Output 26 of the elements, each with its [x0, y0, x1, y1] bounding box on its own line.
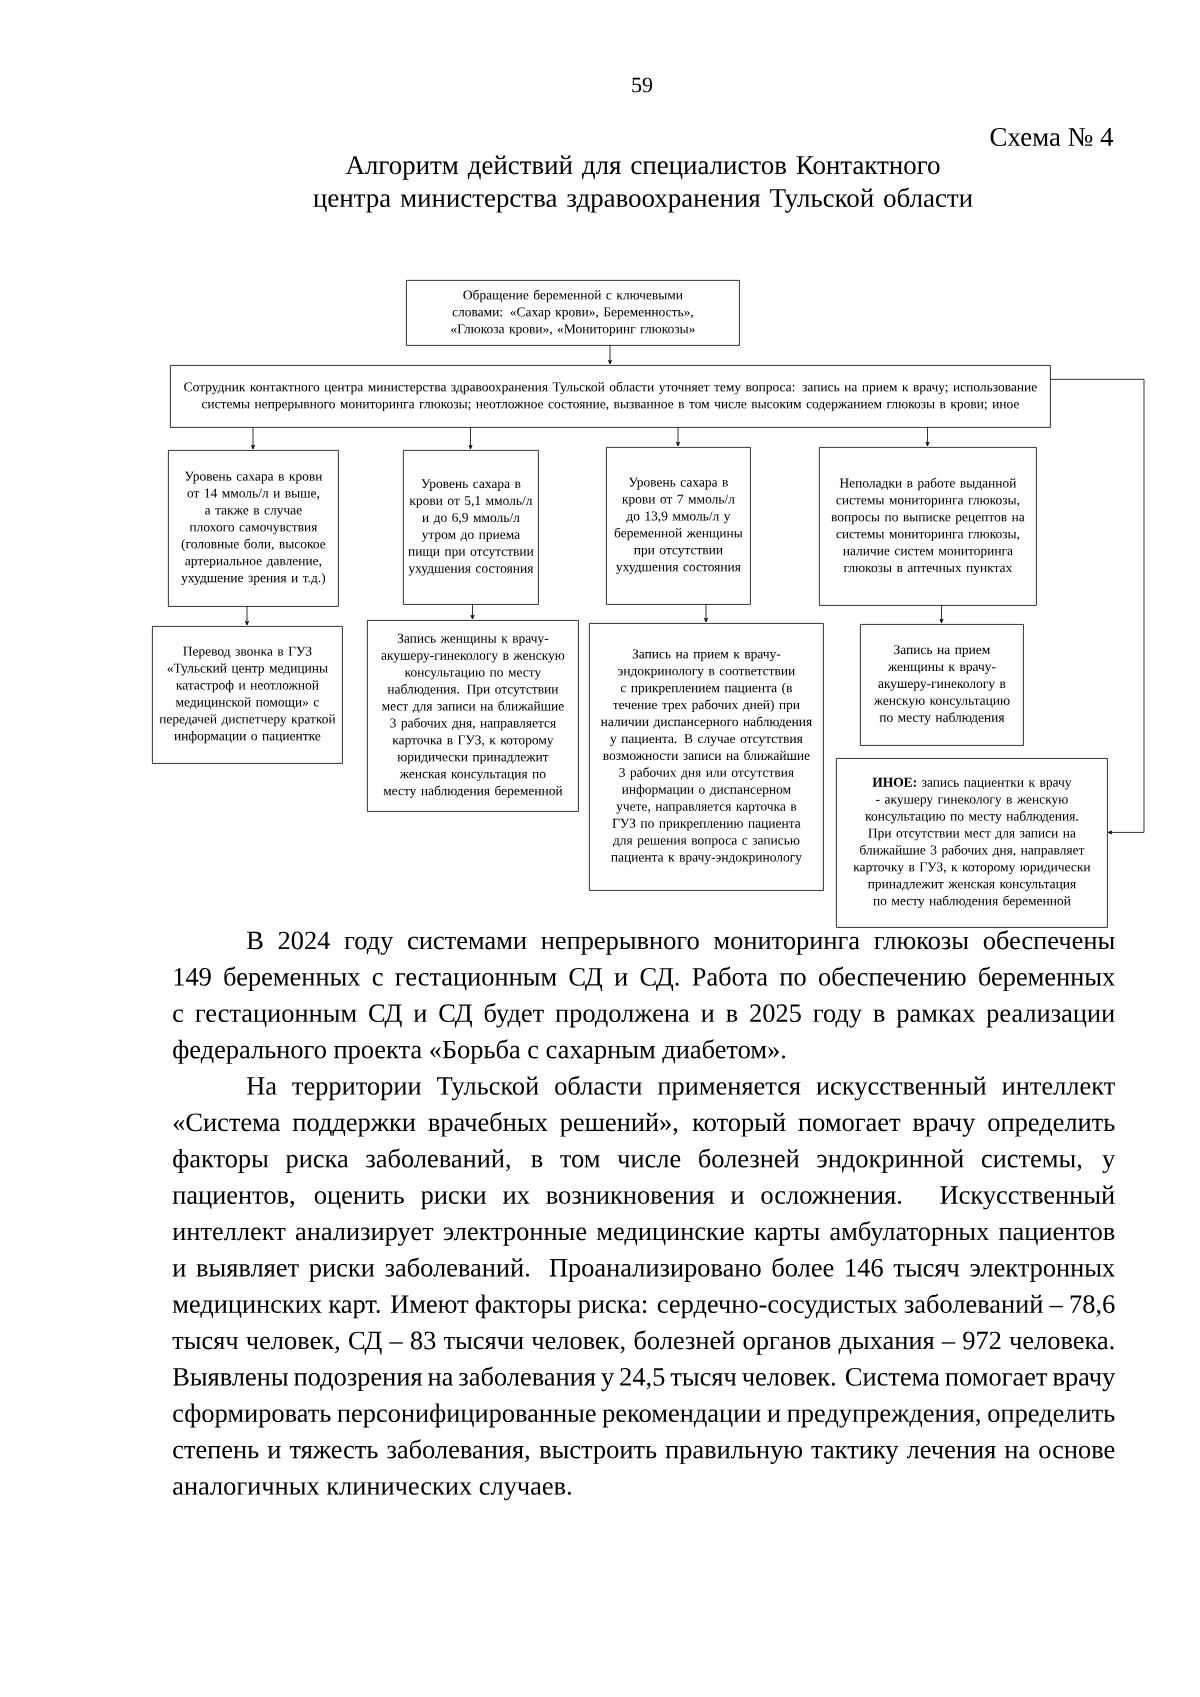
arrow: [608, 344, 612, 365]
process-box: Неполадки в работе выданной системы мониторинга глюкозы, вопросы по выписке рецептов на системы мониторинга глюкозы, наличие систем мониторинга глюкозы в аптечных пунктах: [819, 447, 1037, 606]
process-box: Обращение беременной с ключевыми словами: «Сахар крови», Беременность», «Глюкоза крови», «Мониторинг глюкозы»: [406, 280, 740, 346]
process-box: Сотрудник контактного центра министерства здравоохранения Тульской области уточняет тему вопроса: запись на прием к врачу; использование системы непрерывного мониторинга глюкозы; неотложное состояние, вызванное в том числе высоким содержанием глюкозы в крови; иное: [170, 365, 1051, 428]
process-box: Уровень сахара в крови от 7 ммоль/л до 13,9 ммоль/л у беременной женщины при отсутствии ухудшения состояния: [606, 447, 751, 605]
paragraph: В 2024 году системами непрерывного мониторинга глюкозы обеспечены 149 беременных с гестационным СД и СД. Работа по обеспечению беременных с гестационным СД и СД будет продолжена и в 2025 году в рамках реализации федерального проекта «Борьба с сахарным диабетом».: [173, 930, 1115, 1064]
scheme-number: Схема № 4: [990, 127, 1114, 147]
page-number: 59: [632, 77, 653, 93]
arrow: [704, 603, 708, 623]
arrow: [245, 605, 249, 626]
process-box: Запись на прием женщины к врачу-акушеру-гинекологу в женскую консультацию по месту наблюдения: [860, 624, 1024, 746]
arrow: [468, 426, 473, 450]
arrow: [470, 603, 475, 620]
process-box: Перевод звонка в ГУЗ «Тульский центр медицины катастроф и неотложной медицинской помощи» с передачей диспетчеру краткой информации о пациентке: [152, 626, 343, 764]
process-box: Запись на прием к врачу-эндокринологу в соответствии с прикреплением пациента (в течение трех рабочих дней) при наличии диспансерного наблюдения у пациента. В случае отсутствия возможности записи на ближайшие 3 рабочих дня или отсутствия информации о диспансерном учете, направляется карточка в ГУЗ по прикреплению пациента для решения вопроса с записью пациента к врачу-эндокринологу: [589, 623, 824, 891]
arrow: [925, 426, 930, 447]
arrow: [251, 426, 255, 450]
arrow: [939, 604, 944, 624]
process-box: Уровень сахара в крови от 14 ммоль/л и выше, а также в случае плохого самочувствия (головные боли, высокое артериальное давление, ухудшение зрения и т.д.): [168, 450, 339, 607]
process-box: Запись женщины к врачу-акушеру-гинекологу в женскую консультацию по месту наблюдения. При отсутствии мест для записи на ближайшие 3 рабочих дня, направляется карточка в ГУЗ, к которому юридически принадлежит женская консультация по месту наблюдения беременной: [367, 620, 579, 812]
process-box: ИНОЕ: запись пациентки к врачу - акушеру гинекологу в женскую консультацию по месту наблюдения. При отсутствии мест для записи на ближайшие 3 рабочих дня, направляет карточку в ГУЗ, к которому юридически принадлежит женская консультация по месту наблюдения беременной: [836, 758, 1108, 928]
paragraph: На территории Тульской области применяется искусственный интеллект «Система поддержки врачебных решений», который помогает врачу определить факторы риска заболеваний, в том числе болезней эндокринной системы, у пациентов, оценить риски их возникновения и осложнения. Искусственный интеллект анализирует электронные медицинские карты амбулаторных пациентов и выявляет риски заболеваний. Проанализировано более 146 тысяч электронных медицинских карт. Имеют факторы риска: сердечно-сосудистых заболеваний – 78,6 тысяч человек, СД – 83 тысячи человек, болезней органов дыхания – 972 человека. Выявлены подозрения на заболевания у 24,5 тысяч человек. Система помогает врачу сформировать персонифицированные рекомендации и предупреждения, определить степень и тяжесть заболевания, выстроить правильную тактику лечения на основе аналогичных клинических случаев.: [172, 1075, 1116, 1501]
title: Алгоритм действий для специалистов Контактного центра министерства здравоохранения Тульской области: [313, 155, 973, 213]
arrow: [1049, 378, 1145, 835]
arrow: [676, 426, 680, 447]
process-box: Уровень сахара в крови от 5,1 ммоль/л и до 6,9 ммоль/л утром до приема пищи при отсутствии ухудшения состояния: [403, 450, 539, 605]
